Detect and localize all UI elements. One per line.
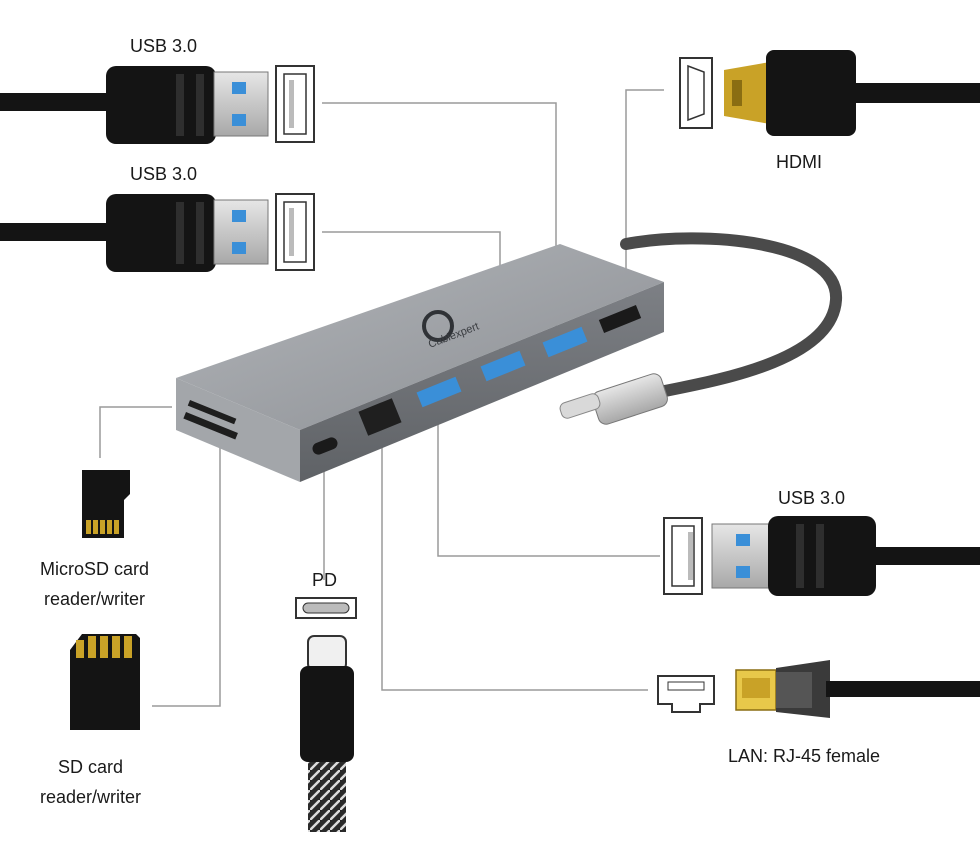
label-lan: LAN: RJ-45 female <box>728 746 881 766</box>
leader-line-microsd <box>99 406 172 458</box>
usb-c-plug-pd <box>300 635 354 832</box>
microsd-card-icon <box>82 470 130 538</box>
label-microsd-line2: reader/writer <box>44 589 146 609</box>
label-sd: SD card reader/writer <box>40 752 141 812</box>
label-microsd-line1: MicroSD card <box>40 559 150 579</box>
label-sd-line1: SD card <box>58 757 124 777</box>
brand-logo-icon <box>422 310 454 342</box>
usb-c-port-icon-pd <box>295 597 357 619</box>
label-usb-top-2: USB 3.0 <box>130 164 198 184</box>
usb-a-plug-top-2 <box>0 194 269 272</box>
rj45-plug <box>735 660 980 718</box>
usb-a-plug-right <box>711 516 980 596</box>
usb-a-port-icon-top-2 <box>275 193 315 271</box>
label-pd: PD <box>312 570 338 590</box>
label-usb-right: USB 3.0 <box>778 488 846 508</box>
sd-card-icon <box>70 634 140 730</box>
usb-a-plug-top-1 <box>0 66 269 144</box>
label-usb-top-1: USB 3.0 <box>130 36 198 56</box>
hdmi-port-icon <box>679 57 713 129</box>
label-hdmi: HDMI <box>776 152 822 172</box>
usb-c-cable <box>559 232 842 425</box>
label-sd-line2: reader/writer <box>40 787 142 807</box>
leader-line-lan <box>381 430 648 691</box>
label-microsd: MicroSD card reader/writer <box>40 554 149 614</box>
usb-a-port-icon-top-1 <box>275 65 315 143</box>
usb-a-port-icon-right <box>663 517 703 595</box>
usb-c-hub: Cablexpert <box>176 244 664 482</box>
leader-line-sd <box>152 445 221 707</box>
leader-line-usb-right <box>437 420 660 557</box>
hdmi-plug <box>724 50 980 136</box>
rj45-port-icon <box>657 675 715 713</box>
